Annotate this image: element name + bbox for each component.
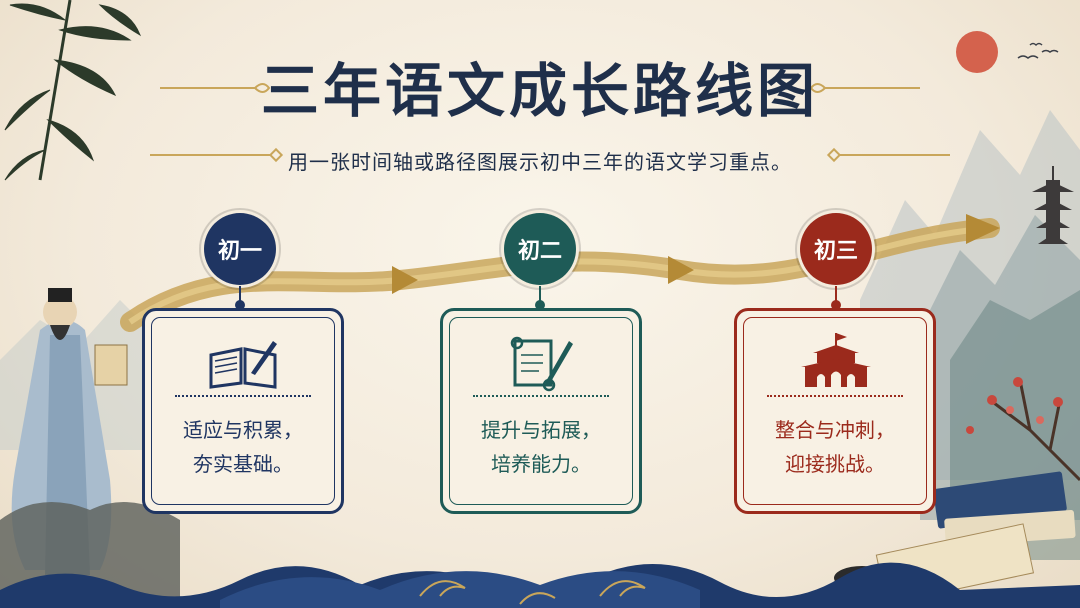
stage-desc-line2: 夯实基础。 (193, 452, 293, 476)
bamboo-icon (4, 0, 142, 181)
connector-dot (831, 300, 841, 310)
stage-desc-line2: 迎接挑战。 (785, 452, 885, 476)
connector-dot (535, 300, 545, 310)
scroll-quill-icon (510, 336, 573, 392)
connector (539, 286, 541, 308)
page-subtitle: 用一张时间轴或路径图展示初中三年的语文学习重点。 (288, 150, 792, 174)
palace-gate-icon (801, 333, 871, 387)
red-sun-icon (956, 31, 998, 73)
stage-desc-line1: 整合与冲刺， (775, 418, 895, 442)
arrow-icon (966, 214, 1000, 244)
stage-card-grade1: 适应与积累， 夯实基础。 (142, 308, 344, 514)
stage-badge-grade3: 初三 (800, 213, 872, 285)
connector-dot (235, 300, 245, 310)
stage-desc-line2: 培养能力。 (491, 452, 591, 476)
stage-desc-line1: 提升与拓展， (481, 418, 601, 442)
arrow-icon (668, 256, 694, 284)
stage-badge-grade1: 初一 (204, 213, 276, 285)
open-book-pen-icon (209, 341, 277, 389)
pagoda-icon (1032, 166, 1074, 244)
stage-desc-line1: 适应与积累， (183, 418, 303, 442)
stage-card-grade2: 提升与拓展， 培养能力。 (440, 308, 642, 514)
page-title: 三年语文成长路线图 (260, 57, 819, 125)
arrow-icon (392, 266, 418, 294)
plum-blossom-icon (966, 377, 1080, 482)
stage-badge-grade2: 初二 (504, 213, 576, 285)
connector (239, 286, 241, 308)
stage-card-grade3: 整合与冲刺， 迎接挑战。 (734, 308, 936, 514)
books-scroll-icon (834, 471, 1076, 605)
connector (835, 286, 837, 308)
birds-icon (1017, 42, 1059, 59)
